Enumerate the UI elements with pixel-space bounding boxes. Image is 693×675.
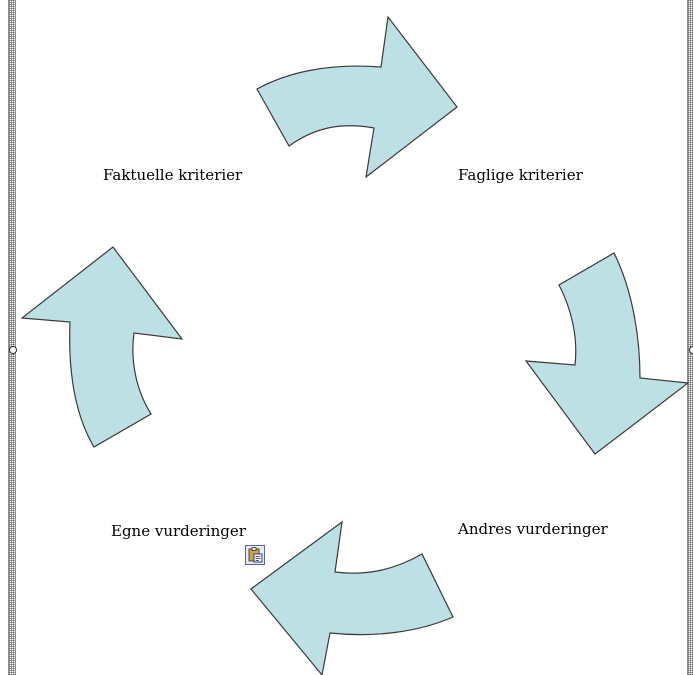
label-faktuelle-kriterier[interactable]: Faktuelle kriterier xyxy=(103,166,243,184)
left-resize-handle[interactable] xyxy=(9,346,17,354)
cycle-arrow-right[interactable] xyxy=(524,252,690,455)
label-egne-vurderinger[interactable]: Egne vurderinger xyxy=(111,522,246,540)
label-faglige-kriterier[interactable]: Faglige kriterier xyxy=(458,166,583,184)
label-andres-vurderinger[interactable]: Andres vurderinger xyxy=(458,520,608,538)
right-resize-handle[interactable] xyxy=(689,346,693,354)
right-selection-border[interactable] xyxy=(687,0,693,675)
paste-options-button[interactable] xyxy=(245,545,265,565)
cycle-arrow-left[interactable] xyxy=(20,246,184,448)
clipboard-paste-icon xyxy=(248,547,263,563)
cycle-arrow-bottom[interactable] xyxy=(250,520,454,675)
left-selection-border[interactable] xyxy=(8,0,16,675)
cycle-arrow-top[interactable] xyxy=(256,15,458,179)
